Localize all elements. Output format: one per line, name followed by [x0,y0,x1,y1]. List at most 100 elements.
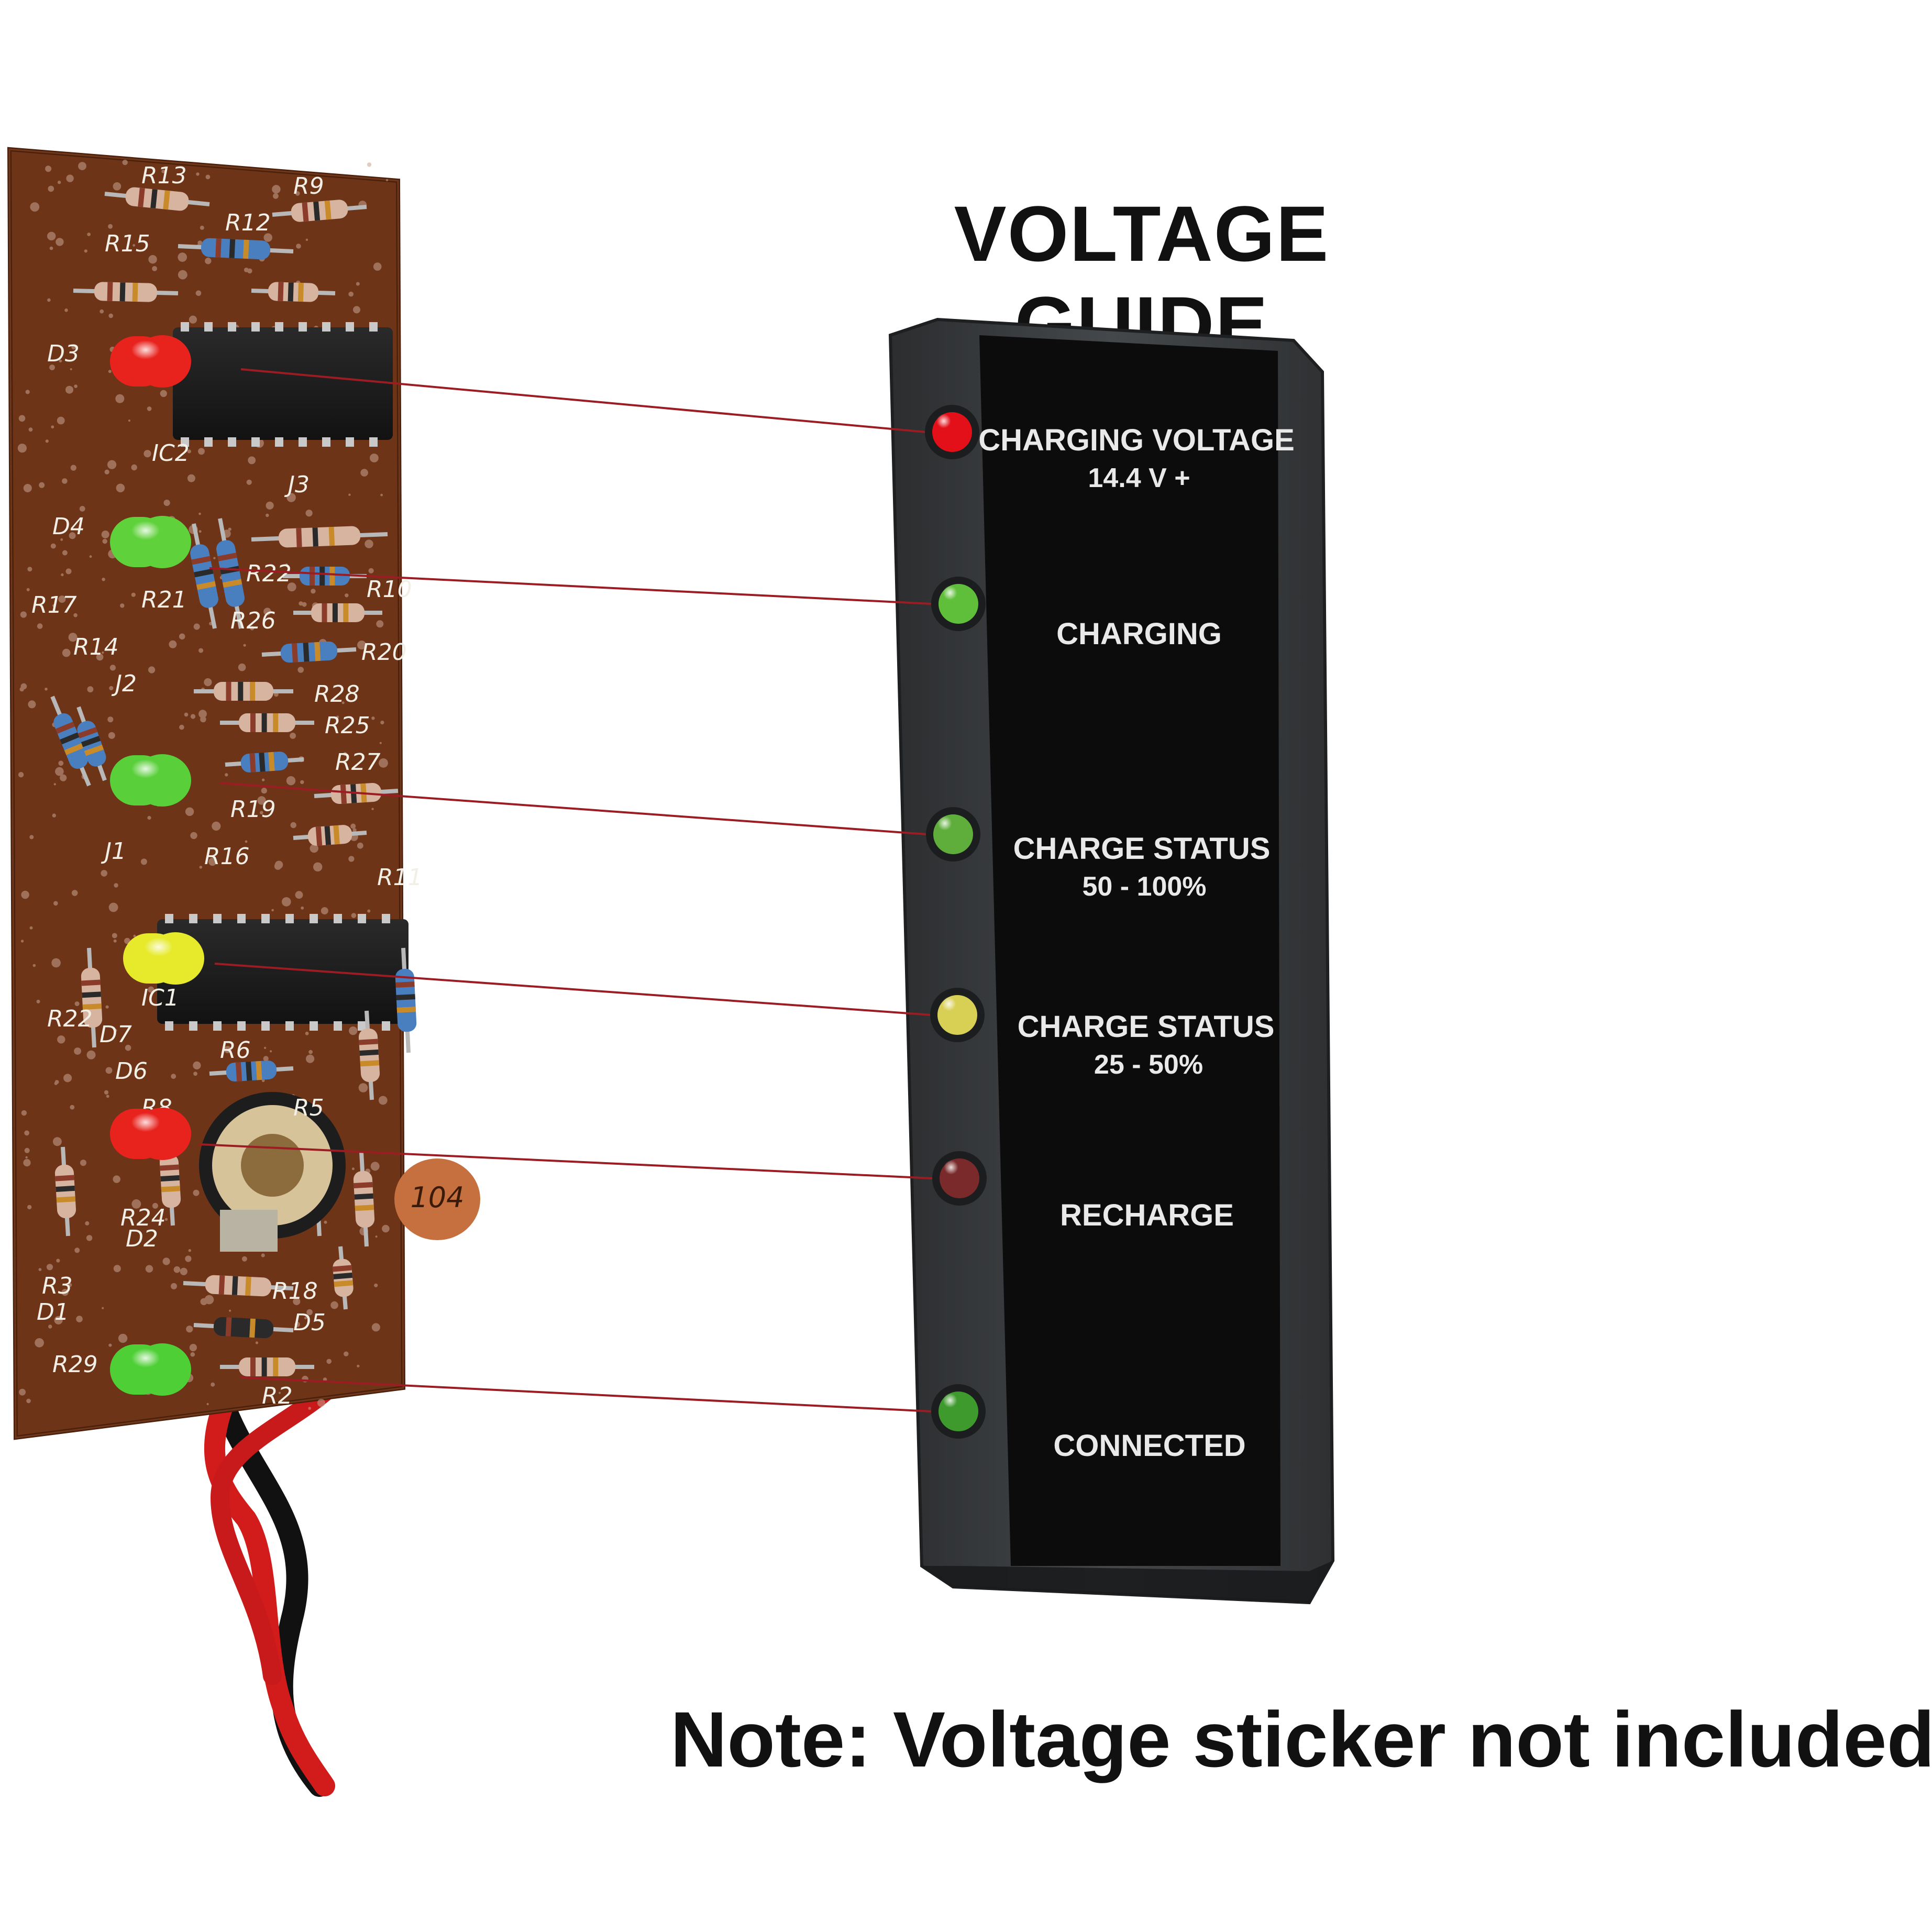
silkscreen-label: D5 [293,1309,326,1336]
resistor [293,825,367,846]
resistor [293,603,382,622]
silkscreen-label: R20 [361,639,407,666]
board-leds [110,335,204,1396]
panel-label: CHARGE STATUS [1018,1010,1275,1044]
resistor [395,947,417,1053]
silkscreen-label: R26 [230,608,276,634]
panel-led [931,1384,986,1439]
panel-sublabel: 14.4 V + [1088,463,1190,493]
ic2-chip [173,327,393,440]
board-led [110,1108,191,1160]
indicator-panel [888,317,1335,1605]
panel-sublabel: 50 - 100% [1082,871,1206,902]
resistor [225,752,304,772]
panel-label: RECHARGE [1060,1198,1234,1232]
board-led [123,932,204,985]
panel-label: CONNECTED [1053,1429,1245,1463]
silkscreen-label: R18 [272,1278,318,1305]
silkscreen-label: R3 [42,1273,73,1299]
leader-line [214,963,932,1016]
silkscreen-label: D4 [52,513,85,540]
resistor [358,1010,380,1100]
silkscreen-label: R10 [367,576,412,603]
panel-label: CHARGE STATUS [1013,832,1271,866]
panel-sublabel: 25 - 50% [1094,1050,1203,1080]
silkscreen-label: D2 [126,1226,158,1252]
silkscreen-label: R22 [246,560,292,587]
ic1-chip [157,919,409,1024]
resistor [209,1060,294,1082]
leader-line [240,1376,933,1412]
silkscreen-label: IC1 [141,985,179,1011]
leader-line [209,567,933,605]
resistor [194,682,293,701]
resistor [73,282,179,302]
resistor [272,200,367,222]
silkscreen-label: R5 [293,1095,324,1121]
capacitor-label: 104 [410,1181,464,1214]
resistor [193,1317,294,1339]
resistor [76,706,107,781]
page-title: VOLTAGE GUIDE [954,190,1330,368]
silkscreen-label: D1 [37,1299,69,1326]
resistor [220,713,314,732]
silkscreen-label: R27 [335,749,381,776]
resistor [81,947,103,1048]
panel-led [926,807,980,862]
note-text: Note: Voltage sticker not included [670,1695,1932,1783]
resistor [159,1136,181,1226]
leader-lines [198,368,934,1412]
resistor [251,282,336,302]
resistor [190,523,218,629]
silkscreen-label: R13 [141,162,187,189]
resistor [220,1357,314,1376]
chip-pins [165,322,390,1031]
silkscreen-label: J1 [101,838,126,865]
trim-potentiometer [199,1092,346,1252]
resistor [183,1275,294,1297]
silkscreen-label: R14 [73,634,119,660]
resistor [353,1152,375,1247]
board-led [110,335,191,388]
silkscreen-label: R19 [230,796,276,823]
resistor [261,641,357,663]
resistor [104,187,210,211]
panel-led [930,988,985,1042]
resistor [178,238,294,260]
panel-label: CHARGING VOLTAGE [978,423,1295,457]
silkscreen-label: R16 [204,843,250,870]
panel-led [925,405,979,459]
silkscreen-label: J2 [111,670,137,697]
silkscreen-label: R11 [377,864,423,891]
silkscreen-label: IC2 [152,440,190,467]
silkscreen-label: R2 [262,1383,293,1409]
panel-led [932,1151,987,1206]
resistor [50,695,91,787]
leader-line [198,1143,934,1179]
resistor [251,526,388,548]
silkscreen-label: J3 [284,471,310,498]
silkscreen-label: R22 [47,1006,93,1032]
board-led [110,516,191,568]
resistor [54,1146,76,1237]
panel-leds [925,405,987,1439]
silkscreen-label: R24 [120,1205,166,1231]
power-wires [204,1373,345,1797]
silkscreen-label: R29 [52,1351,98,1378]
resistor [333,1246,354,1310]
silkscreen-label: R25 [325,712,370,739]
silkscreen-label: D3 [47,340,80,367]
silkscreen-label: R21 [141,587,187,613]
silkscreen-label: R6 [220,1037,251,1064]
silkscreen-label: R12 [225,209,271,236]
ceramic-capacitor: 104 [394,1158,480,1240]
silkscreen-label: R28 [314,681,360,708]
silkscreen-label: D7 [100,1021,132,1048]
silkscreen-label: R9 [293,173,324,200]
panel-led [931,577,986,631]
